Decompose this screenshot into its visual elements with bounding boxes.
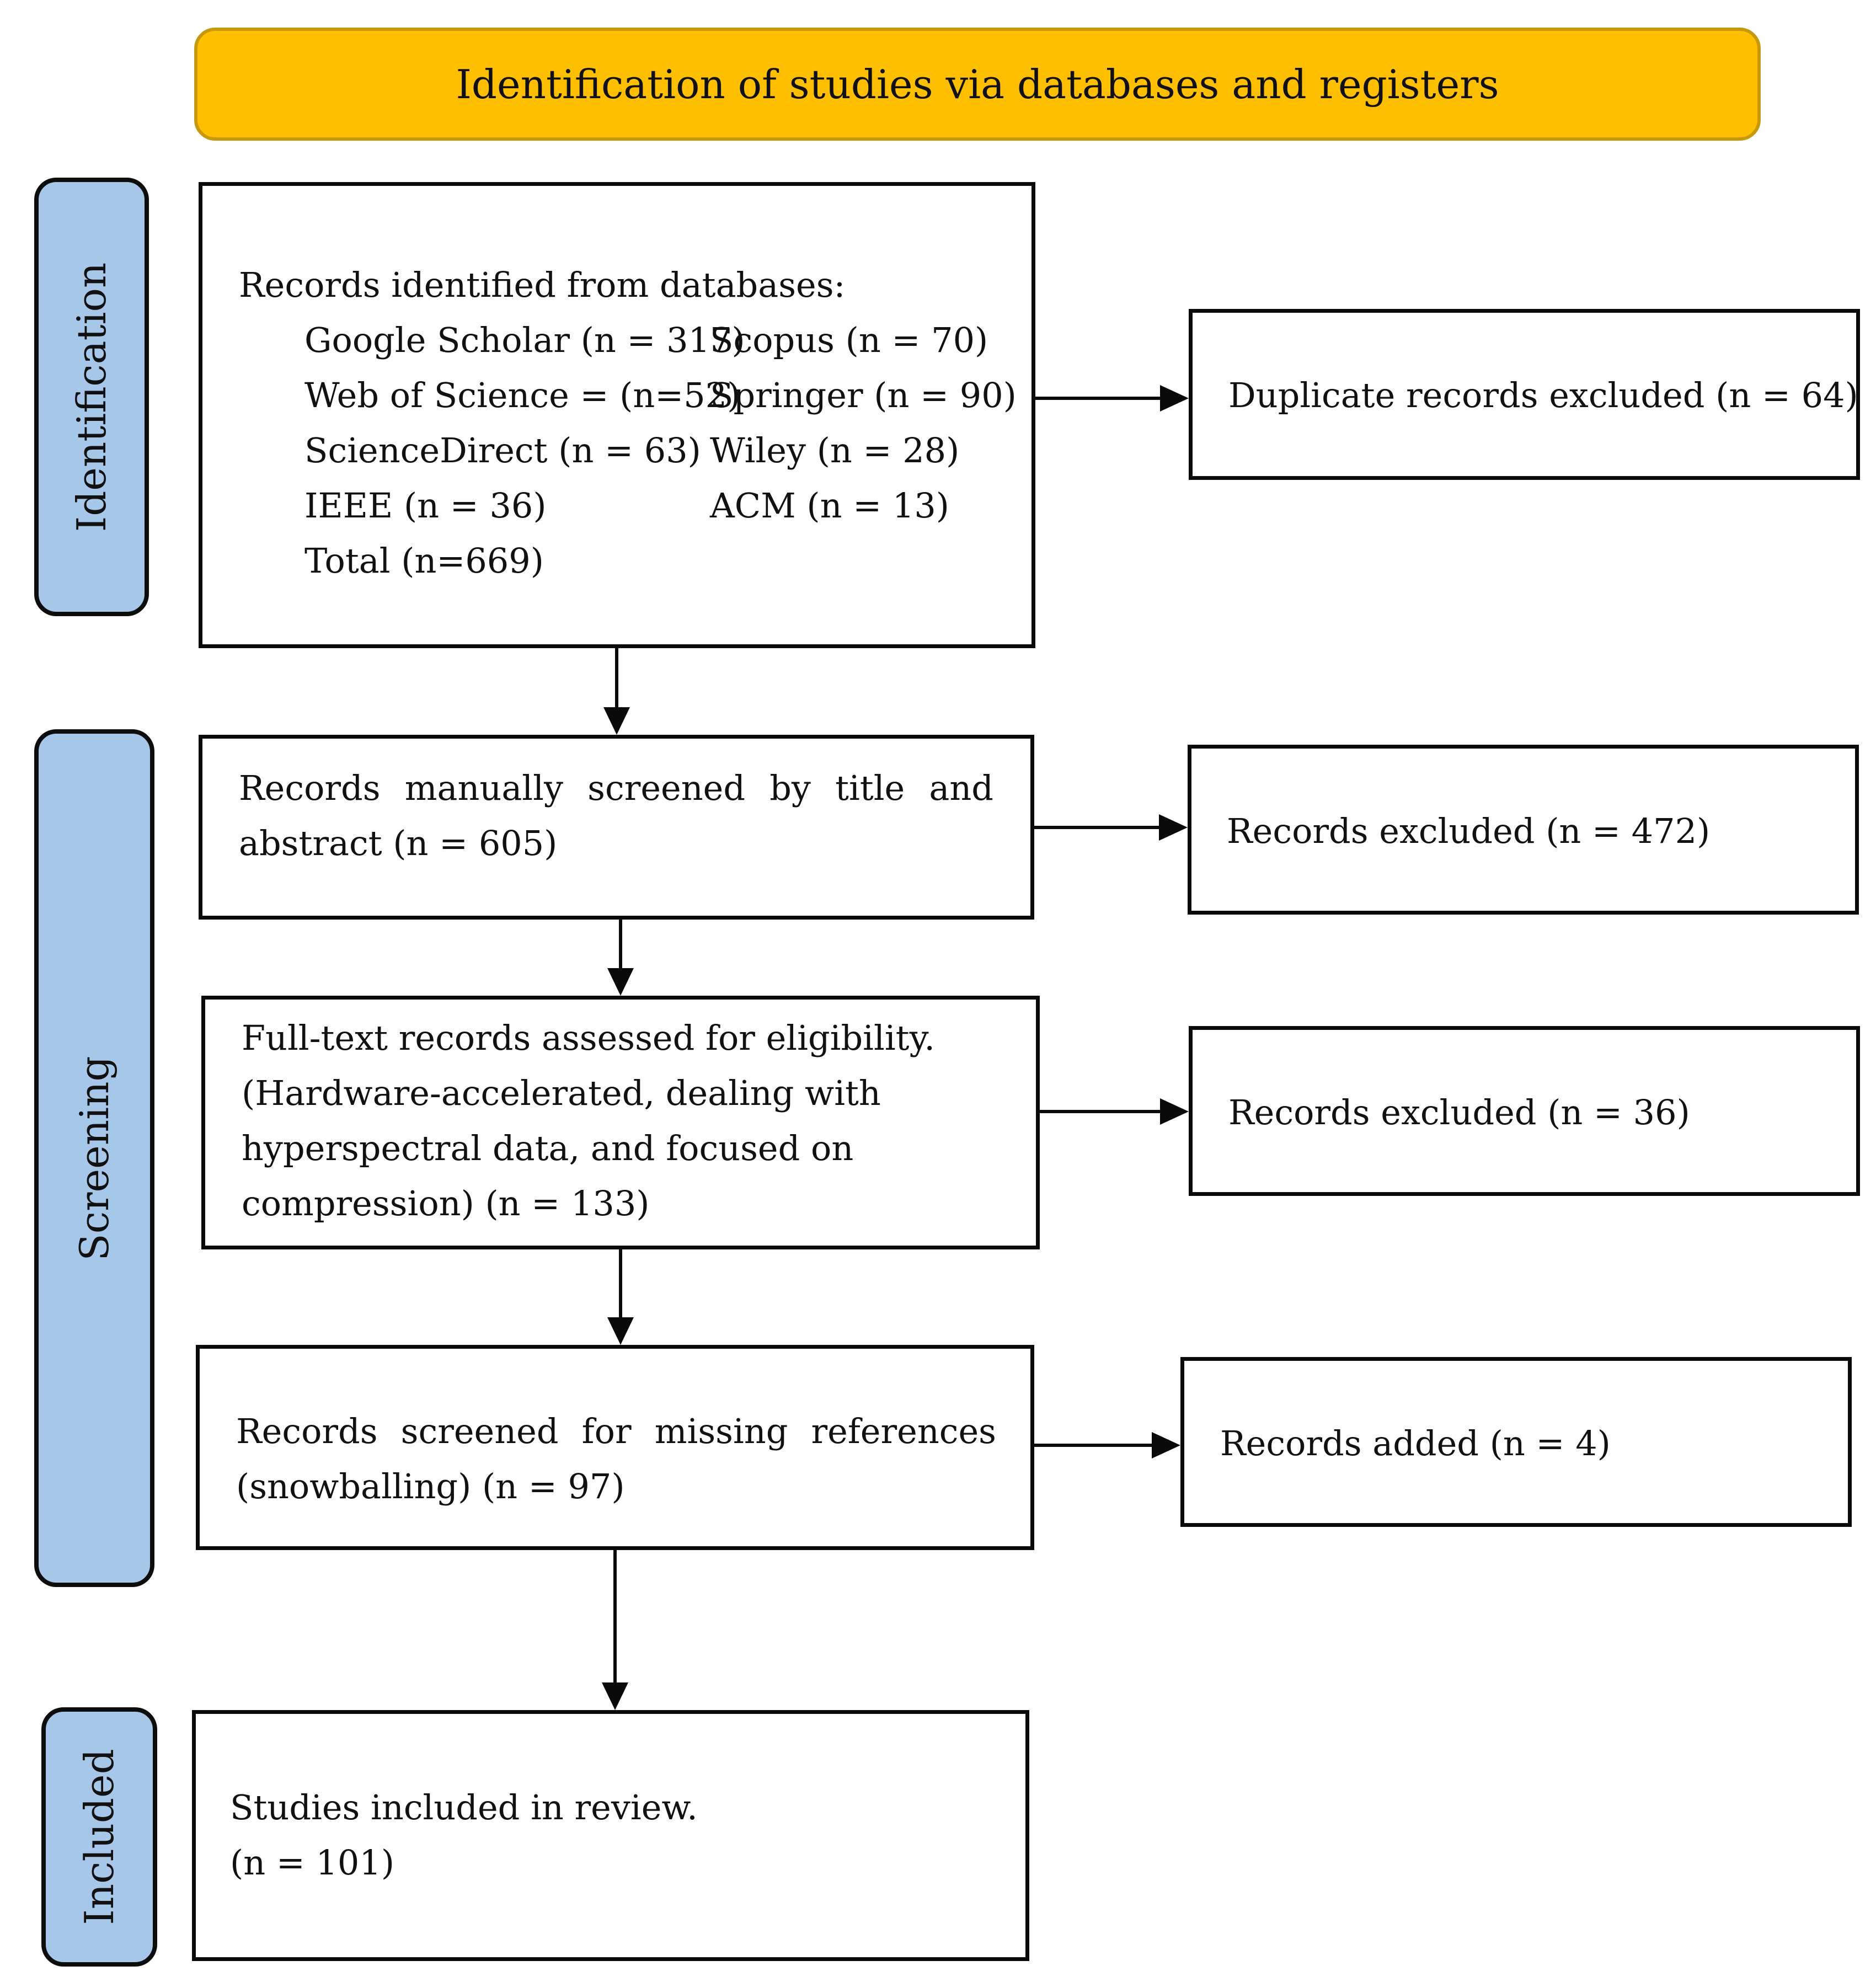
records-identified-box: Records identified from databases: Googl… xyxy=(199,182,1035,648)
arrowhead-down-2 xyxy=(607,968,634,996)
studies-included-box: Studies included in review. (n = 101) xyxy=(192,1710,1029,1961)
duplicates-excluded-box: Duplicate records excluded (n = 64) xyxy=(1189,309,1860,480)
arrowhead-down-1 xyxy=(603,707,630,735)
header-banner: Identification of studies via databases … xyxy=(194,28,1761,141)
studies-included-line2: (n = 101) xyxy=(230,1842,395,1883)
source-wiley: Wiley (n = 28) xyxy=(710,430,960,471)
arrowhead-duplicates xyxy=(1160,385,1189,412)
source-google-scholar: Google Scholar (n = 317) xyxy=(304,320,745,360)
records-added-box: Records added (n = 4) xyxy=(1180,1357,1852,1527)
records-screened-line2: abstract (n = 605) xyxy=(239,823,558,863)
snowballing-line1: Records screened for missing references xyxy=(236,1411,996,1451)
records-excluded-box-1: Records excluded (n = 472) xyxy=(1188,745,1859,915)
source-web-of-science: Web of Science = (n=52) xyxy=(304,375,741,415)
arrowhead-excluded-1 xyxy=(1159,814,1188,841)
phase-screening: Screening xyxy=(34,729,154,1587)
records-excluded-box-2: Records excluded (n = 36) xyxy=(1189,1026,1860,1196)
records-screened-box: Records manually screened by title and a… xyxy=(199,735,1034,920)
full-text-line3: hyperspectral data, and focused on xyxy=(242,1128,854,1168)
records-excluded-text-1: Records excluded (n = 472) xyxy=(1227,811,1711,851)
records-identified-heading: Records identified from databases: xyxy=(239,265,846,305)
studies-included-line1: Studies included in review. xyxy=(230,1787,698,1828)
full-text-line1: Full-text records assessed for eligibili… xyxy=(242,1018,936,1058)
snowballing-box: Records screened for missing references … xyxy=(196,1345,1034,1550)
full-text-line2: (Hardware-accelerated, dealing with xyxy=(242,1073,881,1113)
header-title: Identification of studies via databases … xyxy=(456,61,1499,108)
phase-included: Included xyxy=(41,1707,157,1967)
snowballing-line2: (snowballing) (n = 97) xyxy=(236,1466,625,1506)
source-sciencedirect: ScienceDirect (n = 63) xyxy=(304,430,701,471)
duplicates-excluded-text: Duplicate records excluded (n = 64) xyxy=(1228,375,1858,415)
records-added-text: Records added (n = 4) xyxy=(1220,1423,1611,1463)
source-springer: Springer (n = 90) xyxy=(710,375,1017,415)
arrowhead-down-3 xyxy=(607,1317,634,1345)
full-text-line4: compression) (n = 133) xyxy=(242,1183,650,1224)
arrowhead-down-4 xyxy=(602,1682,628,1710)
records-excluded-text-2: Records excluded (n = 36) xyxy=(1228,1092,1690,1132)
records-total: Total (n=669) xyxy=(304,541,544,581)
arrowhead-excluded-2 xyxy=(1160,1098,1189,1125)
source-ieee: IEEE (n = 36) xyxy=(304,485,547,526)
source-scopus: Scopus (n = 70) xyxy=(710,320,988,360)
records-screened-line1: Records manually screened by title and xyxy=(239,768,993,808)
full-text-assessed-box: Full-text records assessed for eligibili… xyxy=(201,996,1040,1249)
phase-identification: Identification xyxy=(34,178,149,616)
arrowhead-added xyxy=(1152,1432,1180,1459)
source-acm: ACM (n = 13) xyxy=(710,485,949,526)
